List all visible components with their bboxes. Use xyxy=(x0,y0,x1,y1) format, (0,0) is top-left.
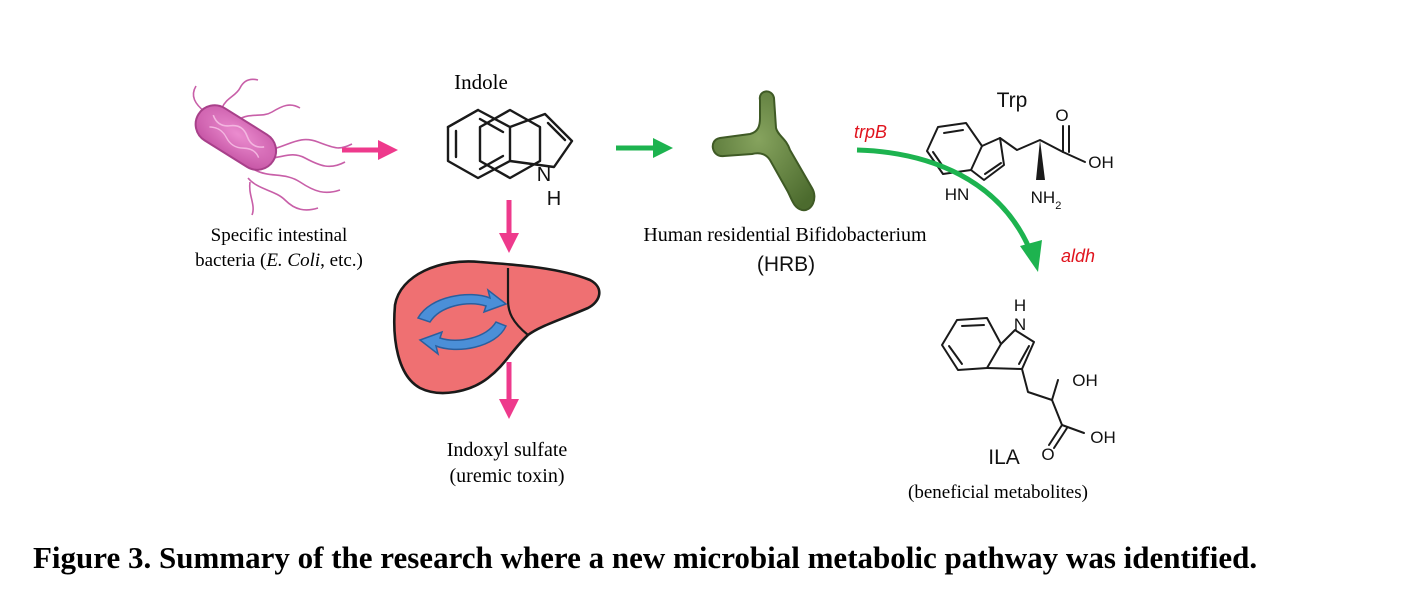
indole-structure: N H xyxy=(446,108,574,210)
gene-aldh-label: aldh xyxy=(1061,246,1095,266)
ecoli-bacterium-image xyxy=(192,78,353,216)
arrow-indole-to-liver xyxy=(499,200,519,253)
indole-title: Indole xyxy=(454,70,508,94)
arrow-bacteria-to-indole xyxy=(342,140,398,160)
figure-caption: Figure 3. Summary of the research where … xyxy=(33,540,1258,575)
ila-o-label: O xyxy=(1041,445,1054,464)
arrow-indole-to-hrb xyxy=(616,138,673,158)
ila-n-label: N xyxy=(1014,315,1026,334)
indole-h-label: H xyxy=(547,188,561,210)
trp-nh-text: NH xyxy=(1031,188,1056,207)
ila-title: ILA xyxy=(988,446,1020,469)
trp-oh-label: OH xyxy=(1088,153,1114,172)
indole-n-label: N xyxy=(537,164,551,186)
bacteria-label-suffix: , etc.) xyxy=(320,250,363,271)
trp-title: Trp xyxy=(997,89,1028,112)
arrow-trp-to-ila xyxy=(856,147,1042,272)
indoxyl-label-line1: Indoxyl sulfate xyxy=(447,439,568,461)
trp-nh2-label: NH2 xyxy=(1031,188,1062,212)
liver-image xyxy=(393,260,601,395)
arrow-liver-to-indoxyl xyxy=(499,362,519,419)
gene-trpB-label: trpB xyxy=(854,122,887,142)
ila-oh2-label: OH xyxy=(1090,428,1116,447)
bacteria-label-prefix: bacteria ( xyxy=(195,250,266,271)
bifidobacterium-image xyxy=(711,90,816,212)
trp-hn-label: HN xyxy=(945,185,970,204)
bacteria-label-line2: bacteria (E. Coli, etc.) xyxy=(195,250,363,271)
ila-oh1-label: OH xyxy=(1072,371,1098,390)
trp-nh2-subscript: 2 xyxy=(1055,200,1061,212)
ila-label: (beneficial metabolites) xyxy=(908,482,1088,503)
trp-o-label: O xyxy=(1055,106,1068,125)
hrb-label-line2: (HRB) xyxy=(757,253,815,276)
ila-structure: H N OH OH O xyxy=(941,296,1116,464)
trp-structure: O OH HN NH2 xyxy=(926,106,1114,212)
bacteria-label-line1: Specific intestinal xyxy=(211,225,348,246)
metabolism-cycle-icon xyxy=(416,288,508,356)
indoxyl-label-line2: (uremic toxin) xyxy=(450,465,565,487)
hrb-label-line1: Human residential Bifidobacterium xyxy=(643,224,927,246)
ila-h-label: H xyxy=(1014,296,1026,315)
bacteria-label-species: E. Coli xyxy=(265,250,320,271)
